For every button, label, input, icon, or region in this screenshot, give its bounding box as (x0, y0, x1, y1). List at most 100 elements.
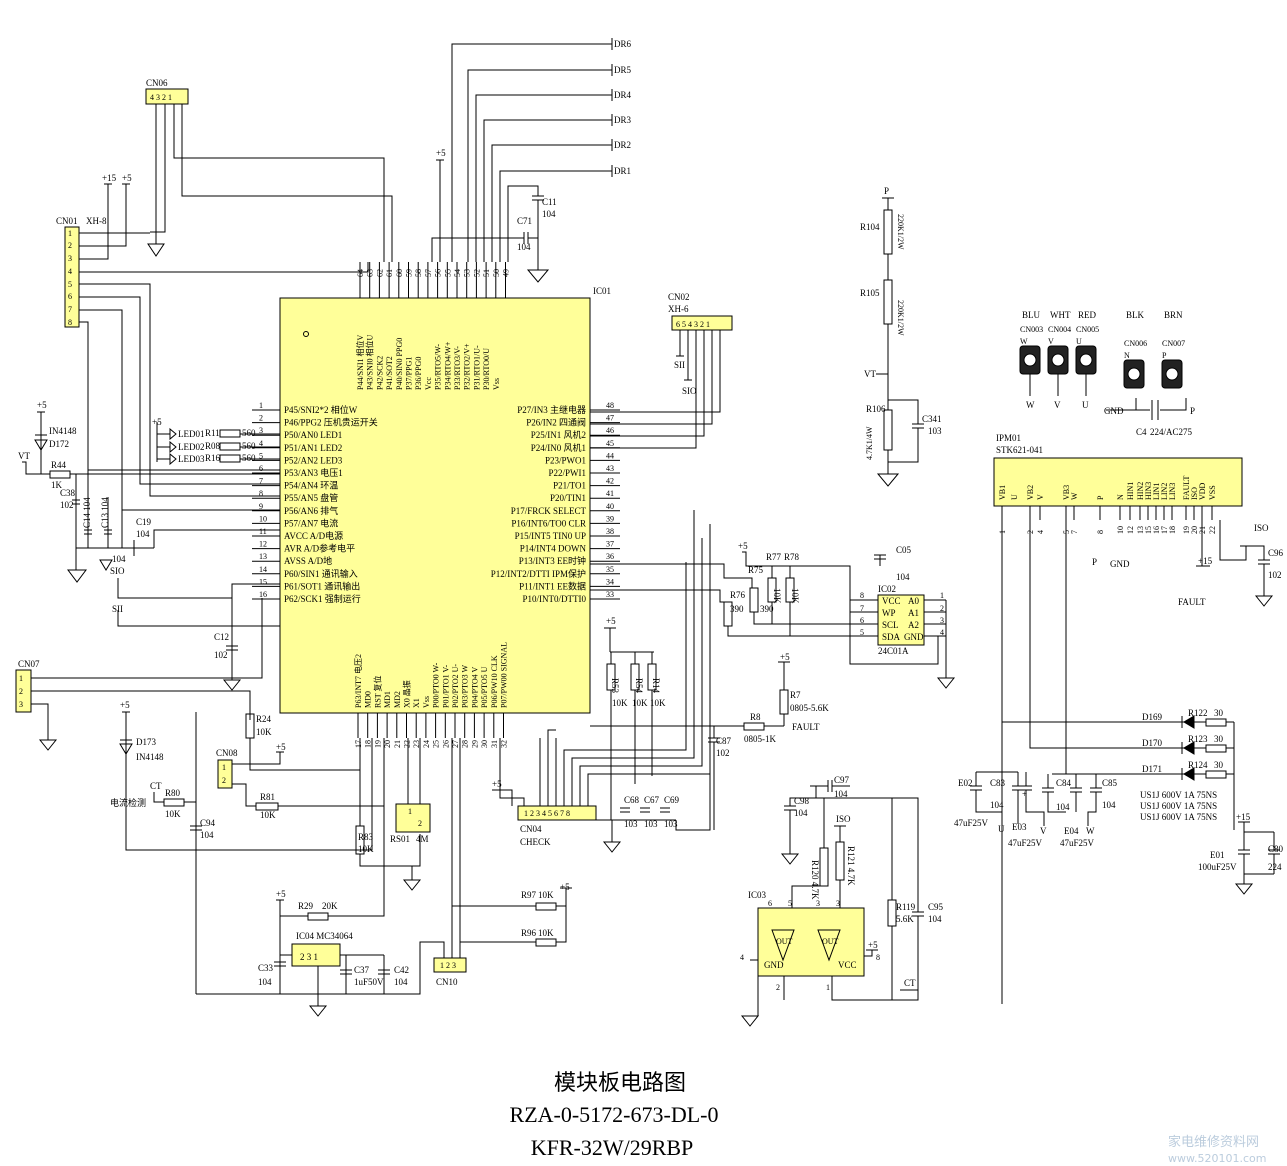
svg-text:FAULT: FAULT (1178, 597, 1206, 607)
terminal-color: BLU (1022, 310, 1041, 320)
svg-text:C69: C69 (664, 795, 680, 805)
dr4-label: DR4 (614, 90, 632, 100)
ic01-pin-num: 15 (259, 577, 267, 586)
ic01-pin-name: P03/PTO3 W (461, 665, 470, 708)
svg-text:ISO: ISO (1254, 523, 1269, 533)
ic01-pin-num: 20 (383, 740, 392, 748)
svg-text:C14 104: C14 104 (82, 497, 92, 528)
svg-text:OUT: OUT (776, 937, 793, 946)
svg-text:102: 102 (214, 650, 228, 660)
svg-text:GND: GND (1110, 559, 1130, 569)
ipm-pin-name: N (1116, 494, 1125, 500)
ic01-pin-num: 46 (606, 426, 614, 435)
ic01-pin-name: AVCC A/D电源 (284, 530, 343, 541)
ic01-pin-num: 28 (461, 740, 470, 748)
ipm-type: STK621-041 (996, 445, 1043, 455)
svg-text:390: 390 (730, 604, 744, 614)
ic01-pin-num: 14 (259, 565, 267, 574)
ic01-pin-num: 18 (364, 740, 373, 748)
ic02-type: 24C01A (878, 646, 909, 656)
terminal-color: WHT (1050, 310, 1071, 320)
ic01-pin-name: Vss (492, 378, 501, 390)
svg-text:GND: GND (1104, 406, 1124, 416)
svg-text:R97: R97 (521, 890, 537, 900)
terminal-sig-out: U (1082, 400, 1089, 410)
ic01-pin-name: P36/PPG0 (414, 357, 423, 390)
ic01-pin-name: P51/AN1 LED2 (284, 443, 342, 453)
ic01-pin-num: 36 (606, 552, 614, 561)
ipm-pin-num: 13 (1136, 526, 1145, 534)
cn07-connector: CN07 123 (15, 598, 263, 751)
ic01-pin-num: 2 (259, 414, 263, 423)
vt-divider: P R104 220K1/2W R105 220K1/2W VT R106 4.… (860, 186, 942, 487)
ipm-pin-name: LIN1 (1152, 483, 1161, 500)
svg-text:2 3 1: 2 3 1 (300, 952, 318, 962)
ic03-label: IC03 (748, 890, 767, 900)
rs01-ref: RS01 (390, 834, 410, 844)
watermark-cn: 家电维修资料网 (1168, 1134, 1259, 1150)
cn01-type: XH-8 (86, 216, 107, 226)
svg-text:104: 104 (928, 914, 942, 924)
svg-text:2: 2 (776, 983, 780, 992)
svg-text:102: 102 (1268, 570, 1282, 580)
svg-text:104: 104 (834, 789, 848, 799)
ic01-pin-name: P22/PWI1 (548, 468, 586, 478)
svg-text:P: P (884, 186, 889, 196)
svg-text:SDA: SDA (882, 632, 901, 642)
ic01-pin-num: 34 (606, 577, 614, 586)
svg-text:10K: 10K (538, 890, 554, 900)
svg-text:30: 30 (1214, 760, 1224, 770)
svg-text:+15: +15 (1198, 556, 1213, 566)
svg-text:4: 4 (68, 267, 72, 276)
svg-text:20K: 20K (322, 901, 338, 911)
ipm-pin-name: HIN1 (1126, 482, 1135, 500)
ic01-pin-num: 1 (259, 401, 263, 410)
ic01-pin-name: MD2 (393, 691, 402, 708)
ipm-pin-num: 18 (1168, 526, 1177, 534)
ic01-pin-num: 41 (606, 489, 614, 498)
dr-output-lines: DR6 DR5 DR4 DR3 DR2 DR1 (451, 38, 632, 262)
cn01-label: CN01 (56, 216, 78, 226)
cn02-label: CN02 (668, 292, 690, 302)
ic01-ref: IC01 (593, 286, 611, 296)
svg-text:R14: R14 (651, 678, 661, 694)
svg-text:2: 2 (222, 776, 226, 785)
ic01-pin-num: 64 (356, 269, 365, 277)
ic01-pin-num: 52 (472, 269, 481, 277)
terminal-sig: N (1124, 351, 1130, 360)
svg-text:104: 104 (200, 830, 214, 840)
cn02-connector: CN02 XH-6 6 5 4 3 2 1 SII SIO (590, 292, 733, 449)
terminal-sig: W (1020, 337, 1028, 346)
ic04-label: IC04 MC34064 (296, 931, 353, 941)
ic01-pin-name: P10/INT0/DTTI0 (523, 594, 587, 604)
svg-text:104: 104 (896, 572, 910, 582)
svg-text:LED02: LED02 (178, 442, 205, 452)
terminal-sig-out: V (1054, 400, 1061, 410)
svg-text:R54: R54 (634, 678, 644, 694)
svg-text:VT: VT (18, 451, 30, 461)
svg-text:E04: E04 (1064, 826, 1079, 836)
ic01-pin-name: X1 (412, 698, 421, 708)
svg-text:C42: C42 (394, 965, 409, 975)
ipm-pin-name: HIN3 (1144, 482, 1153, 500)
ic01-pin-name: P63/INT7 电压2 (353, 654, 363, 708)
ic01-pin-name: P52/AN2 LED3 (284, 455, 343, 465)
ipm-pin-name: VDD (1198, 482, 1207, 500)
svg-text:GND: GND (904, 632, 924, 642)
svg-text:R81: R81 (260, 792, 275, 802)
terminal-ref: CN006 (1124, 339, 1147, 348)
ic02-label: IC02 (878, 584, 896, 594)
svg-text:LED03: LED03 (178, 454, 205, 464)
terminal-ref: CN004 (1048, 325, 1071, 334)
ic01-pin-num: 43 (606, 464, 614, 473)
dr5-label: DR5 (614, 65, 632, 75)
terminal-screw (1051, 353, 1065, 367)
svg-text:ISO: ISO (836, 814, 851, 824)
terminal-sig: U (1076, 337, 1082, 346)
ic01-pin-num: 45 (606, 439, 614, 448)
ic01-pin-name: P04/PTO4 V (470, 667, 479, 708)
